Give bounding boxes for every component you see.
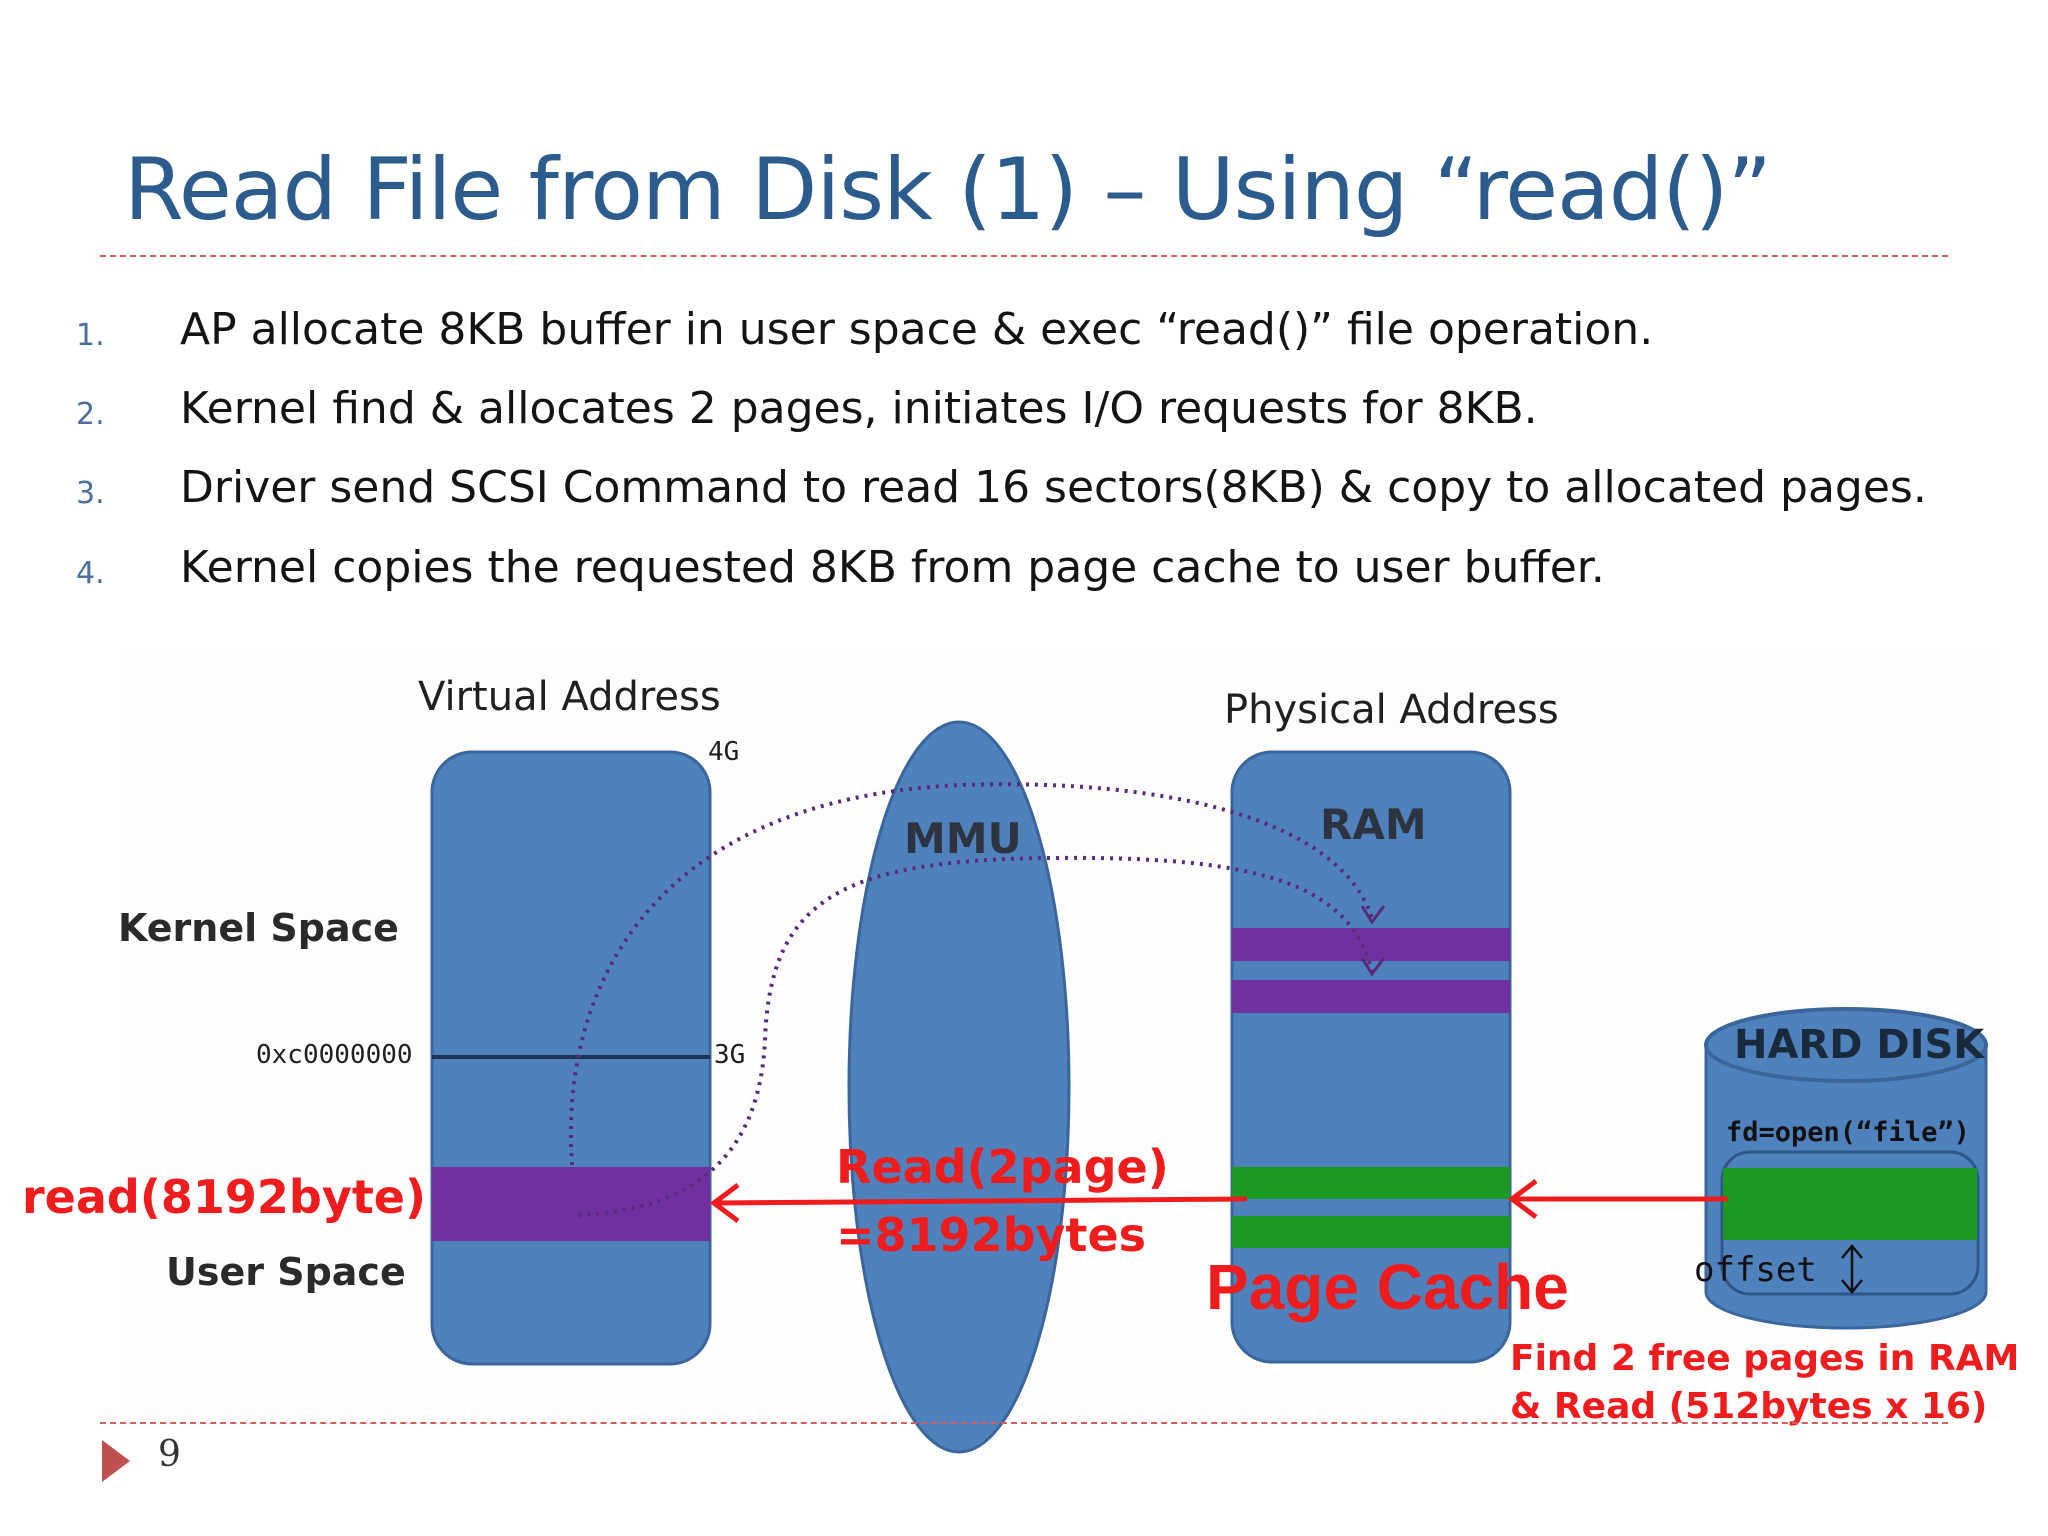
footer-divider	[100, 1422, 1948, 1424]
copy-to-user-arrowhead	[709, 1183, 740, 1223]
page-cache-label: Page Cache	[1206, 1251, 1569, 1323]
find-pages-line-1: Find 2 free pages in RAM	[1510, 1338, 2020, 1379]
step-text-4: Kernel copies the requested 8KB from pag…	[180, 542, 1605, 593]
page-number: 9	[158, 1434, 181, 1475]
read-call-label: read(8192byte)	[22, 1170, 427, 1224]
offset-arrow	[1841, 1244, 1863, 1294]
offset-label: offset	[1694, 1250, 1817, 1290]
mapping-path-2	[577, 855, 1374, 1217]
virtual-address-label: Virtual Address	[418, 674, 721, 720]
mapping-arrowhead-2	[1360, 957, 1386, 977]
file-region	[1720, 1150, 1980, 1296]
kernel-boundary-address: 0xc0000000	[256, 1040, 413, 1070]
read-pages-line-1: Read(2page)	[836, 1140, 1169, 1194]
page-cache-page-1	[1232, 1167, 1510, 1199]
step-text-1: AP allocate 8KB buffer in user space & e…	[180, 304, 1654, 355]
read-pages-line-2: =8192bytes	[836, 1208, 1147, 1262]
step-number-4: 4.	[76, 556, 105, 591]
user-space-label: User Space	[166, 1250, 406, 1294]
mmu-ellipse	[847, 720, 1071, 1454]
physical-address-label: Physical Address	[1224, 687, 1559, 733]
label-4g: 4G	[708, 737, 740, 767]
find-pages-line-2: & Read (512bytes x 16)	[1510, 1386, 1988, 1427]
file-data-block	[1723, 1168, 1977, 1240]
ram-label: RAM	[1320, 800, 1427, 849]
step-number-3: 3.	[76, 476, 105, 511]
kernel-space-label: Kernel Space	[118, 906, 399, 950]
step-number-1: 1.	[76, 318, 105, 353]
ram-box	[1230, 750, 1512, 1364]
user-buffer-block	[432, 1167, 710, 1241]
open-call-label: fd=open(“file”)	[1726, 1117, 1970, 1148]
mmu-label: MMU	[904, 814, 1022, 863]
step-text-2: Kernel find & allocates 2 pages, initiat…	[180, 383, 1538, 434]
step-text-3: Driver send SCSI Command to read 16 sect…	[180, 462, 1927, 513]
ram-kernel-page-2	[1232, 980, 1510, 1013]
disk-to-cache-arrowhead	[1507, 1179, 1538, 1219]
page-cache-page-2	[1232, 1216, 1510, 1248]
label-3g: 3G	[714, 1040, 746, 1070]
hard-disk-label: HARD DISK	[1734, 1022, 1985, 1068]
title-divider	[100, 255, 1948, 257]
ram-kernel-page-1	[1232, 928, 1510, 961]
hard-disk-top	[1704, 1007, 1988, 1083]
mapping-arrowhead-1	[1360, 905, 1386, 925]
step-number-2: 2.	[76, 397, 105, 432]
slide-title: Read File from Disk (1) – Using “read()”	[124, 140, 1772, 240]
copy-to-user-arrow	[715, 1196, 1248, 1206]
